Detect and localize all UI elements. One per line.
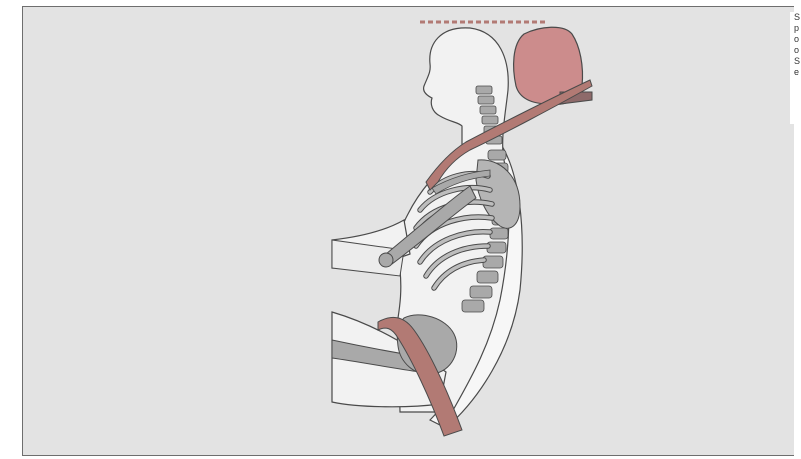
side-note-cropped-text: S p o o S e [790, 12, 801, 124]
side-note-line: o [794, 45, 801, 56]
side-note-line: e [794, 67, 801, 78]
side-note-line: o [794, 34, 801, 45]
side-note-line: p [794, 23, 801, 34]
elbow-joint [379, 253, 393, 267]
side-note-line: S [794, 12, 801, 23]
side-note-line: S [794, 56, 801, 67]
